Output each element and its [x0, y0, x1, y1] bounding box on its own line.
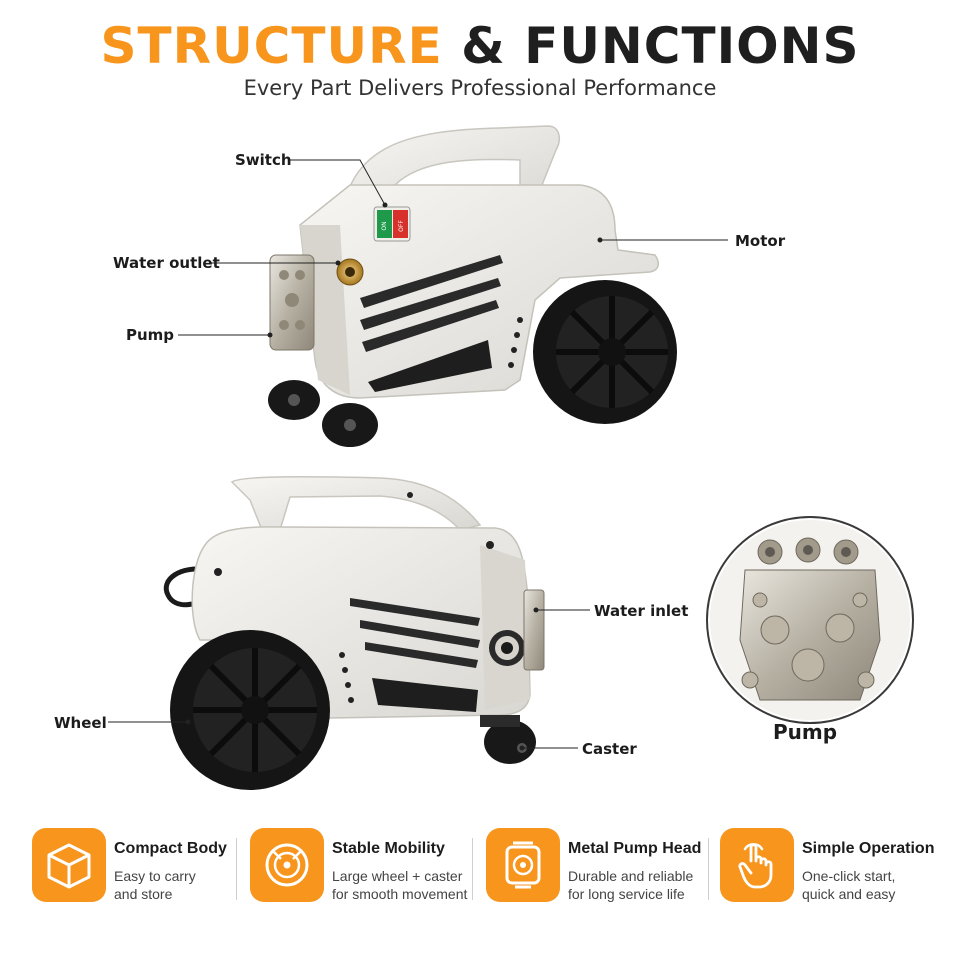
- feature-desc-line1: Easy to carry: [114, 868, 196, 884]
- feature-desc: Easy to carry and store: [114, 867, 196, 903]
- callout-switch: Switch: [235, 151, 292, 169]
- pump-detail-label: Pump: [772, 720, 838, 744]
- callout-motor: Motor: [735, 232, 786, 250]
- feature-desc-line2: quick and easy: [802, 886, 896, 902]
- feature-simple-operation: Simple Operation One-click start, quick …: [720, 820, 952, 920]
- feature-title: Simple Operation: [802, 840, 935, 857]
- callout-water-outlet: Water outlet: [113, 254, 220, 272]
- feature-desc-line2: for smooth movement: [332, 886, 468, 902]
- washer-front-view: ON OFF: [268, 125, 677, 447]
- wheel-icon: [250, 828, 324, 902]
- page-subtitle: Every Part Delivers Professional Perform…: [243, 76, 717, 100]
- washer-rear-view: [163, 476, 545, 790]
- callout-pump: Pump: [126, 326, 175, 344]
- feature-desc: One-click start, quick and easy: [802, 867, 895, 903]
- title-accent: STRUCTURE: [100, 17, 443, 75]
- feature-metal-pump-head: Metal Pump Head Durable and reliable for…: [486, 820, 718, 920]
- box-icon: [32, 828, 106, 902]
- top-callout-lines: [178, 159, 728, 336]
- feature-stable-mobility: Stable Mobility Large wheel + caster for…: [250, 820, 482, 920]
- feature-desc: Durable and reliable for long service li…: [568, 867, 693, 903]
- pump-head-icon: [486, 828, 560, 902]
- feature-divider: [236, 838, 237, 900]
- feature-desc-line2: for long service life: [568, 886, 685, 902]
- feature-divider: [472, 838, 473, 900]
- callout-wheel: Wheel: [54, 714, 107, 732]
- feature-desc-line2: and store: [114, 886, 173, 902]
- feature-title: Compact Body: [114, 840, 227, 857]
- switch-on-text: ON: [381, 221, 388, 230]
- callout-water-inlet: Water inlet: [594, 602, 689, 620]
- feature-desc: Large wheel + caster for smooth movement: [332, 867, 467, 903]
- feature-desc-line1: Large wheel + caster: [332, 868, 463, 884]
- title-rest: & FUNCTIONS: [461, 17, 860, 75]
- callout-caster: Caster: [582, 740, 637, 758]
- feature-strip: Compact Body Easy to carry and store Sta…: [0, 820, 960, 920]
- pump-detail: [706, 516, 914, 724]
- feature-desc-line1: Durable and reliable: [568, 868, 694, 884]
- hand-touch-icon: [720, 828, 794, 902]
- switch-off-text: OFF: [398, 220, 405, 232]
- bottom-callout-lines: [108, 609, 590, 749]
- feature-desc-line1: One-click start,: [802, 868, 896, 884]
- feature-divider: [708, 838, 709, 900]
- product-illustration: ON OFF: [108, 125, 914, 790]
- page-title: STRUCTURE & FUNCTIONS: [0, 16, 960, 76]
- feature-compact-body: Compact Body Easy to carry and store: [32, 820, 264, 920]
- feature-title: Stable Mobility: [332, 840, 445, 857]
- feature-title: Metal Pump Head: [568, 840, 702, 857]
